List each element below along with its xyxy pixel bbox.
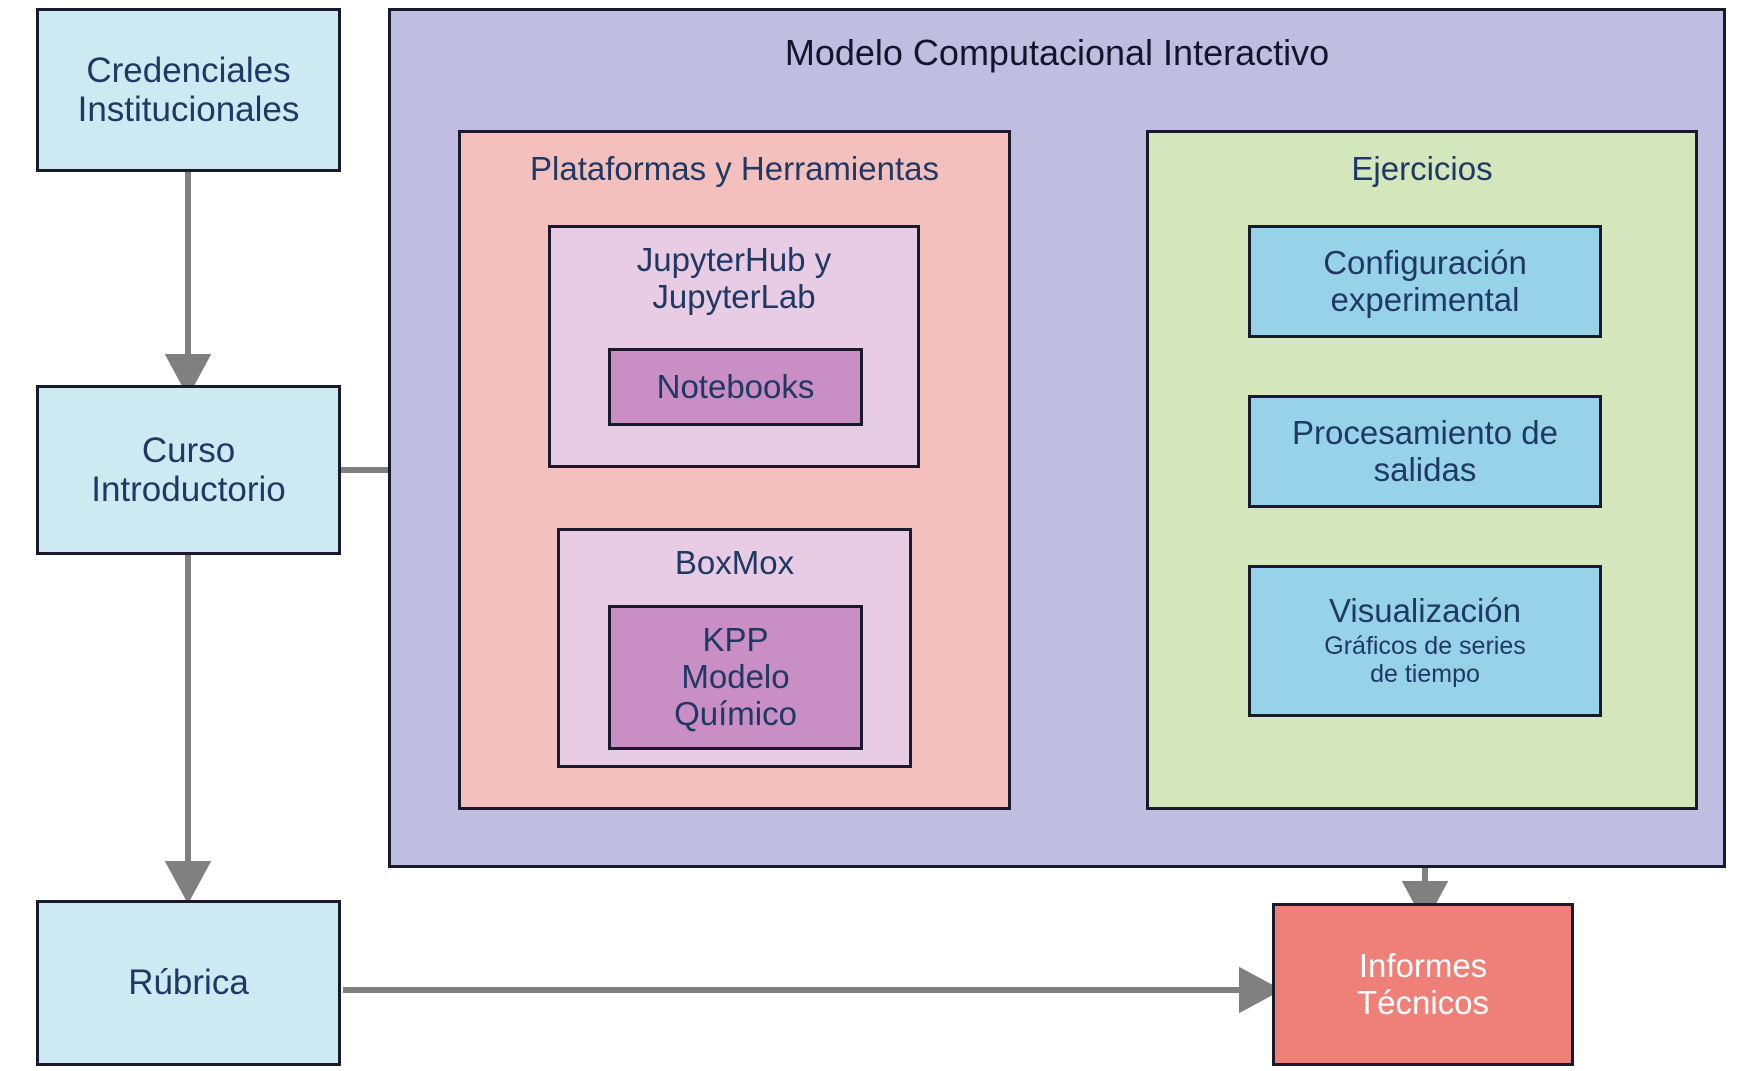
panel-plataformas-title: Plataformas y Herramientas bbox=[530, 150, 939, 187]
node-informes-label: Informes Técnicos bbox=[1356, 946, 1490, 1021]
panel-ejercicios-title: Ejercicios bbox=[1351, 150, 1493, 187]
node-rubrica[interactable]: Rúbrica bbox=[36, 900, 341, 1066]
node-curso-introductorio[interactable]: Curso Introductorio bbox=[36, 385, 341, 555]
node-visualizacion-subtitle: Gráficos de series de tiempo bbox=[1324, 631, 1526, 689]
node-rubrica-label: Rúbrica bbox=[128, 963, 249, 1003]
node-informes-tecnicos[interactable]: Informes Técnicos bbox=[1272, 903, 1574, 1066]
node-procesamiento-de-salidas[interactable]: Procesamiento de salidas bbox=[1248, 395, 1602, 508]
node-credenciales-institucionales[interactable]: Credenciales Institucionales bbox=[36, 8, 341, 172]
node-visualizacion[interactable]: Visualización Gráficos de series de tiem… bbox=[1248, 565, 1602, 717]
node-configuracion-experimental[interactable]: Configuración experimental bbox=[1248, 225, 1602, 338]
node-kpp-label: KPP Modelo Químico bbox=[674, 621, 797, 732]
node-visualizacion-label: Visualización bbox=[1328, 592, 1521, 630]
card-jupyterhub-jupyterlab[interactable]: JupyterHub y JupyterLab bbox=[548, 225, 920, 468]
node-procesamiento-label: Procesamiento de salidas bbox=[1292, 413, 1558, 488]
node-notebooks-label: Notebooks bbox=[656, 367, 815, 405]
node-notebooks[interactable]: Notebooks bbox=[608, 348, 863, 426]
node-configuracion-label: Configuración experimental bbox=[1323, 243, 1527, 318]
card-boxmox-label: BoxMox bbox=[674, 544, 795, 581]
node-curso-label: Curso Introductorio bbox=[91, 430, 286, 509]
node-credenciales-label: Credenciales Institucionales bbox=[77, 50, 300, 129]
container-title: Modelo Computacional Interactivo bbox=[784, 32, 1330, 73]
card-jupyter-label: JupyterHub y JupyterLab bbox=[636, 241, 832, 315]
node-kpp-modelo-quimico[interactable]: KPP Modelo Químico bbox=[608, 605, 863, 750]
